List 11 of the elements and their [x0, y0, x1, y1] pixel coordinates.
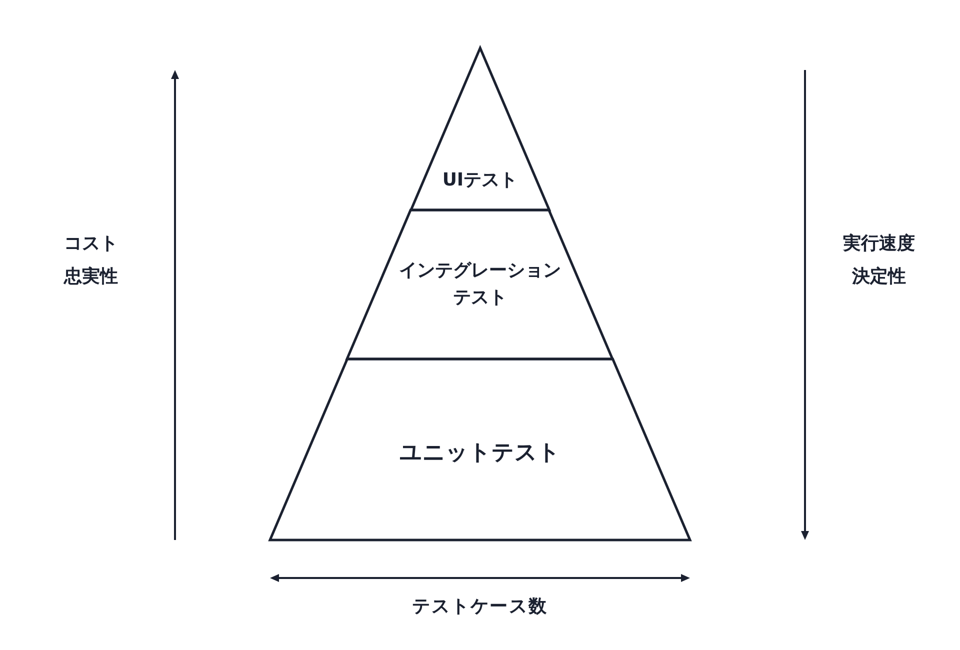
axis-label: 忠実性 — [64, 266, 118, 288]
axis-label: 決定性 — [852, 266, 906, 288]
pyramid-tier — [344, 208, 616, 361]
pyramid-tier — [408, 43, 552, 212]
axis-label: テストケース数 — [412, 596, 548, 618]
pyramid-tier — [267, 357, 693, 542]
tier-label: ユニットテスト — [400, 440, 560, 468]
tier-label: UIテスト — [442, 168, 518, 192]
axis-label: コスト — [64, 233, 118, 255]
axis-label: 実行速度 — [843, 233, 915, 255]
tier-label: インテグレーションテスト — [398, 259, 562, 310]
